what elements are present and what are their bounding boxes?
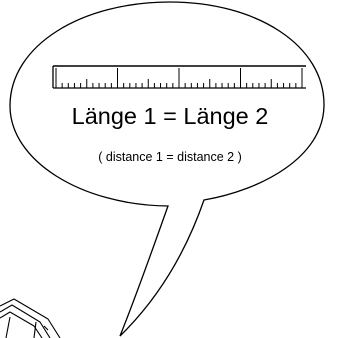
drawer-corner-illustration xyxy=(0,298,61,338)
speech-bubble xyxy=(9,1,325,337)
caption-subtitle: ( distance 1 = distance 2 ) xyxy=(98,150,241,164)
ruler-icon xyxy=(52,65,306,89)
caption-main: Länge 1 = Länge 2 xyxy=(72,103,269,129)
ruler-ticks xyxy=(55,68,303,88)
